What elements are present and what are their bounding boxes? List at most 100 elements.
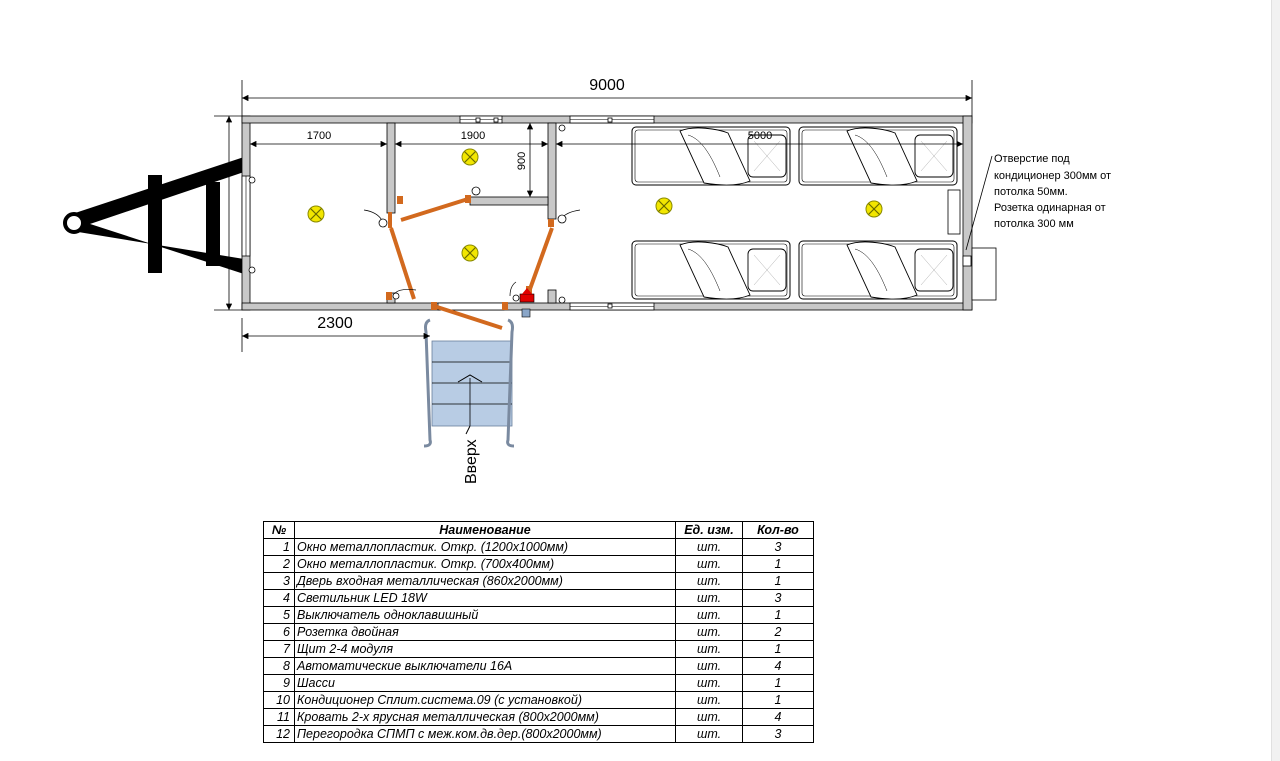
cell-unit: шт. [675, 691, 743, 709]
cell-qty: 1 [742, 606, 814, 624]
cell-unit: шт. [675, 674, 743, 692]
cell-qty: 3 [742, 725, 814, 743]
cell-unit: шт. [675, 708, 743, 726]
switch-icon [378, 218, 388, 228]
note-line: Розетка одинарная от [994, 202, 1106, 214]
cell-unit: шт. [675, 538, 743, 556]
cell-num: 9 [263, 674, 295, 692]
cell-name: Светильник LED 18W [294, 589, 676, 607]
cell-qty: 1 [742, 555, 814, 573]
lamp-icon [865, 200, 883, 218]
cell-name: Щит 2-4 модуля [294, 640, 676, 658]
cell-qty: 1 [742, 572, 814, 590]
note-line: потолка 50мм. [994, 186, 1068, 198]
bunk-bed [631, 240, 791, 300]
floor-plan: Вверх 9000 1700 1900 5000 900 2400 2300 … [63, 77, 1111, 484]
note-line: кондиционер 300мм от [994, 170, 1111, 182]
socket-icon [558, 124, 566, 132]
note-line: Отверстие под [994, 153, 1070, 165]
lamp-icon [461, 148, 479, 166]
cell-name: Окно металлопластик. Откр. (700х400мм) [294, 555, 676, 573]
dim-total-length: 9000 [589, 77, 625, 94]
cell-qty: 4 [742, 657, 814, 675]
electrical-panel-icon [519, 288, 535, 318]
lamp-icon [461, 244, 479, 262]
cell-unit: шт. [675, 572, 743, 590]
cell-name: Окно металлопластик. Откр. (1200х1000мм) [294, 538, 676, 556]
header-name: Наименование [294, 521, 676, 539]
cell-name: Кровать 2-х ярусная металлическая (800х2… [294, 708, 676, 726]
page-scrollbar[interactable] [1271, 0, 1280, 761]
cell-unit: шт. [675, 623, 743, 641]
dim-total-width: 2400 [205, 195, 222, 231]
cell-qty: 3 [742, 589, 814, 607]
cell-name: Кондиционер Сплит.система.09 (с установк… [294, 691, 676, 709]
cell-num: 6 [263, 623, 295, 641]
cell-qty: 2 [742, 623, 814, 641]
cell-num: 1 [263, 538, 295, 556]
cell-num: 3 [263, 572, 295, 590]
dim-room2-width: 1900 [461, 130, 485, 142]
sockets-switches [248, 117, 613, 309]
dim-room2-depth: 900 [516, 152, 528, 170]
air-conditioner-icon [962, 247, 997, 301]
cell-name: Дверь входная металлическая (860х2000мм) [294, 572, 676, 590]
lamp-icon [307, 205, 325, 223]
partitions [388, 197, 554, 330]
entrance-stairs [423, 318, 515, 448]
bunk-bed [798, 240, 958, 300]
cell-num: 10 [263, 691, 295, 709]
cell-unit: шт. [675, 555, 743, 573]
lamp-icon [655, 197, 673, 215]
dim-bedroom-length: 5000 [748, 130, 772, 142]
cell-unit: шт. [675, 589, 743, 607]
cell-unit: шт. [675, 640, 743, 658]
stairs-label: Вверх [463, 439, 480, 484]
cell-name: Автоматические выключатели 16А [294, 657, 676, 675]
bunk-bed [798, 126, 958, 186]
cell-name: Выключатель одноклавишный [294, 606, 676, 624]
socket-icon [558, 296, 566, 304]
cell-name: Шасси [294, 674, 676, 692]
dimension-lines [214, 80, 993, 352]
outer-walls [241, 115, 973, 311]
switch-icon [557, 214, 567, 224]
cell-qty: 1 [742, 640, 814, 658]
header-unit: Ед. изм. [675, 521, 743, 539]
cell-num: 11 [263, 708, 295, 726]
partition-posts [386, 195, 554, 310]
cell-qty: 4 [742, 708, 814, 726]
dim-room1-width: 1700 [307, 130, 331, 142]
socket-icon [248, 176, 256, 184]
note-line: потолка 300 мм [994, 218, 1074, 230]
cell-name: Перегородка СПМП с меж.ком.дв.дер.(800х2… [294, 725, 676, 743]
socket-icon [392, 292, 400, 300]
cell-qty: 3 [742, 538, 814, 556]
cell-unit: шт. [675, 725, 743, 743]
socket-icon [512, 294, 520, 302]
header-num: № [263, 521, 295, 539]
cell-name: Розетка двойная [294, 623, 676, 641]
cell-qty: 1 [742, 691, 814, 709]
cell-num: 8 [263, 657, 295, 675]
cell-unit: шт. [675, 606, 743, 624]
cell-num: 5 [263, 606, 295, 624]
cell-num: 7 [263, 640, 295, 658]
trailer-hitch [63, 157, 244, 274]
dim-hitch-offset: 2300 [317, 315, 353, 332]
switch-icon [471, 186, 481, 196]
cell-num: 4 [263, 589, 295, 607]
